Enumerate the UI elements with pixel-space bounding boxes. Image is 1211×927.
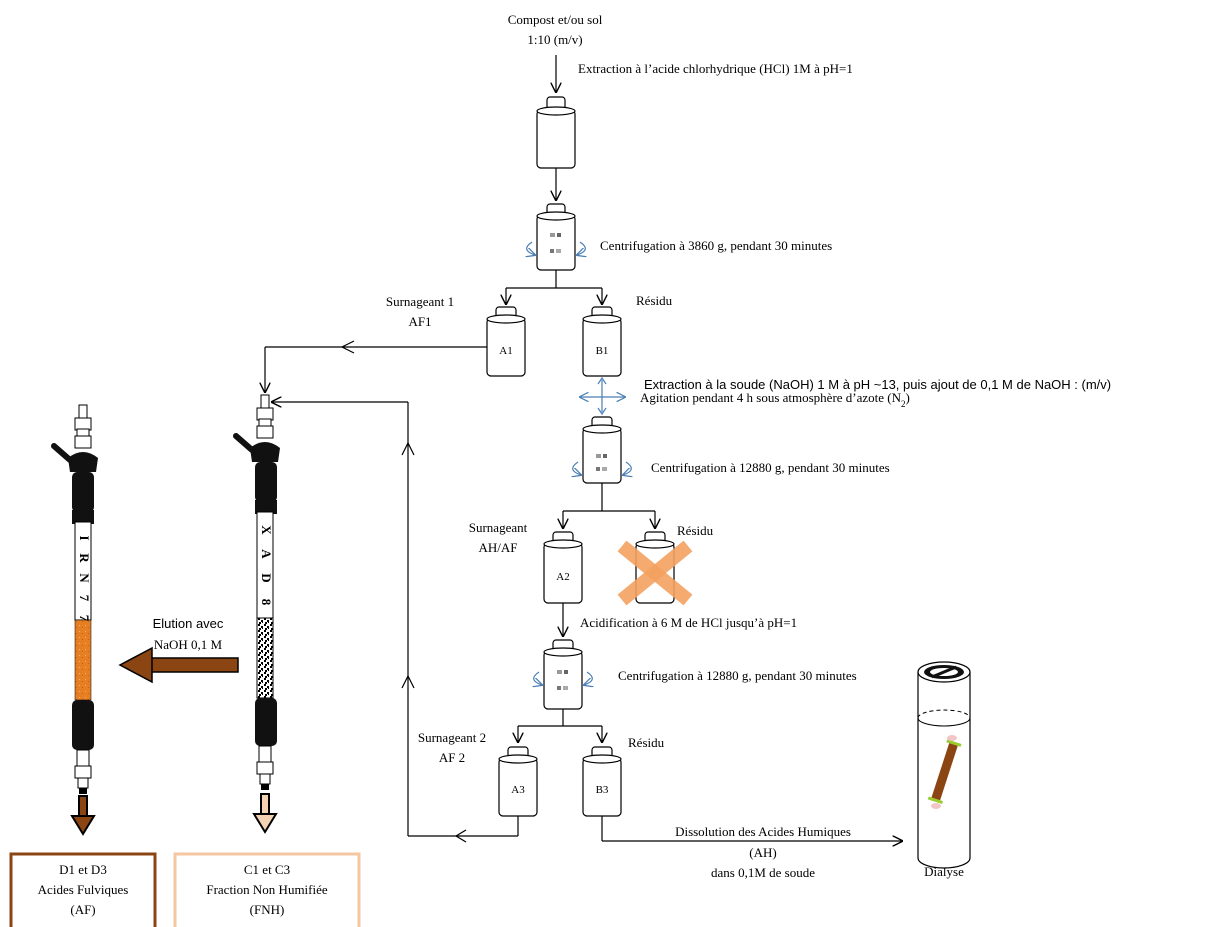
ah-af-label: AH/AF — [478, 540, 517, 555]
surnageant1-label: Surnageant 1 — [386, 294, 454, 309]
elution-arrow — [118, 646, 239, 684]
surnageant-label: Surnageant — [469, 520, 528, 535]
output-arrow-fnh — [252, 793, 278, 834]
rotation-arrows-2 — [573, 461, 632, 475]
irn77-column: I RN 7 7 — [51, 404, 98, 794]
agitation-label: Agitation pendant 4 h sous atmosphère d’… — [640, 390, 910, 409]
tube-b3: B3 — [582, 746, 622, 817]
centrifugation2-label: Centrifugation à 12880 g, pendant 30 min… — [651, 460, 890, 475]
centrifuge-tube-1 — [536, 203, 576, 271]
dissolution-line2: (AH) — [749, 845, 776, 860]
centrifugation1-label: Centrifugation à 3860 g, pendant 30 minu… — [600, 238, 832, 253]
tube-a1: A1 — [486, 306, 526, 377]
irn77-letter: 7 — [77, 615, 92, 622]
start-label-line1: Compost et/ou sol — [508, 12, 603, 27]
return-arrowhead-lower — [401, 674, 415, 689]
af-box-line3: (AF) — [70, 902, 95, 917]
rotation-arrows-1 — [527, 241, 586, 255]
tube-b1-label: B1 — [596, 345, 609, 357]
rotation-arrows-3 — [534, 671, 593, 685]
residu2-label: Résidu — [677, 523, 714, 538]
a1-line-arrowhead — [340, 340, 355, 354]
dialysis-cylinder — [917, 661, 971, 869]
agitation-arrow-heads — [597, 376, 607, 416]
af-box-line2: Acides Fulviques — [38, 882, 129, 897]
surnageant2-label: Surnageant 2 — [418, 730, 486, 745]
residu3-label: Résidu — [628, 735, 665, 750]
hcl-extraction-label: Extraction à l’acide chlorhydrique (HCl)… — [578, 61, 853, 76]
tube-a3-label: A3 — [511, 784, 525, 796]
irn77-letter: 7 — [77, 595, 92, 602]
output-box-af: D1 et D3 Acides Fulviques (AF) — [9, 852, 157, 927]
tube-a2: A2 — [543, 531, 583, 604]
elution-label-line2: NaOH 0,1 M — [154, 637, 223, 652]
centrifugation3-label: Centrifugation à 12880 g, pendant 30 min… — [618, 668, 857, 683]
naoh-extraction-label: Extraction à la soude (NaOH) 1 M à pH ~1… — [644, 377, 1111, 392]
centrifuge-tube-3 — [543, 639, 583, 710]
xad8-letter: A — [259, 549, 274, 559]
return-arrowhead-upper — [401, 441, 415, 456]
tube-b1: B1 — [582, 306, 622, 377]
fnh-box-line2: Fraction Non Humifiée — [206, 882, 328, 897]
stirrer-icon — [931, 665, 957, 679]
irn77-letter: N — [77, 573, 92, 583]
tube-a3: A3 — [498, 746, 538, 817]
xad8-column: X A D 8 — [233, 394, 280, 790]
af2-label: AF 2 — [439, 750, 465, 765]
a3-left-arrowhead — [454, 829, 467, 843]
af-box-line1: D1 et D3 — [59, 862, 107, 877]
tube-b2-discarded: B2 — [617, 531, 693, 606]
tube-a2-label: A2 — [556, 571, 569, 583]
xad8-letters: X A D 8 — [259, 525, 274, 605]
start-label-line2: 1:10 (m/v) — [527, 32, 582, 47]
dialysis-bag-icon — [930, 742, 959, 803]
dissolution-line1: Dissolution des Acides Humiques — [675, 824, 851, 839]
elution-label-line1: Elution avec — [153, 616, 224, 631]
xad8-letter: X — [259, 525, 274, 535]
dissolution-line3: dans 0,1M de soude — [711, 865, 815, 880]
output-arrow-af — [70, 795, 96, 836]
tube-extraction — [536, 96, 576, 169]
output-box-fnh: C1 et C3 Fraction Non Humifiée (FNH) — [173, 852, 361, 927]
acidification-label: Acidification à 6 M de HCl jusqu’à pH=1 — [580, 615, 797, 630]
xad8-letter: D — [259, 573, 274, 582]
residu1-label: Résidu — [636, 293, 673, 308]
discard-cross-2 — [617, 540, 693, 606]
xad8-letter: 8 — [259, 599, 274, 606]
irn77-letter: I — [77, 535, 92, 540]
fnh-box-line3: (FNH) — [250, 902, 285, 917]
irn77-letters: I RN 7 7 — [77, 535, 92, 621]
fnh-box-line1: C1 et C3 — [244, 862, 290, 877]
centrifuge-tube-2 — [582, 416, 622, 484]
tube-a1-label: A1 — [499, 345, 512, 357]
tube-b3-label: B3 — [596, 784, 609, 796]
af1-label: AF1 — [408, 314, 431, 329]
dialysis-label: Dialyse — [924, 864, 964, 879]
irn77-letter: R — [77, 553, 92, 563]
